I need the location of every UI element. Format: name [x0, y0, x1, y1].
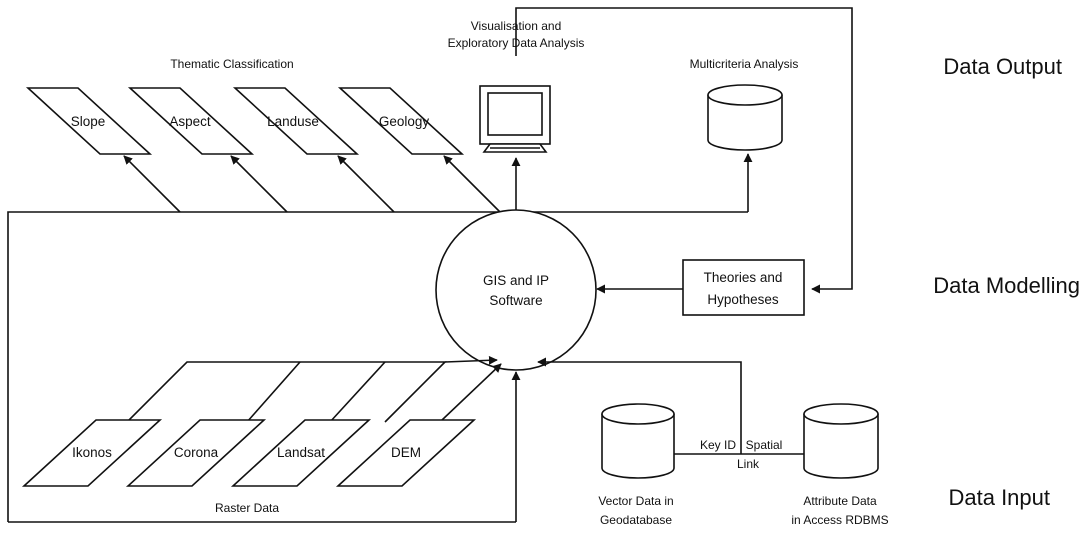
layer-data-modelling: Data Modelling	[933, 273, 1080, 298]
monitor-icon	[479, 85, 551, 153]
attribute-line1: Attribute Data	[803, 494, 877, 508]
gis-line2: Software	[489, 293, 542, 308]
key-id-label: Key ID	[700, 438, 736, 452]
raster-stack-back	[126, 361, 447, 423]
feedback-loop-arrow	[515, 7, 853, 294]
dem-label: DEM	[391, 445, 421, 460]
theories-line1: Theories and	[704, 270, 783, 285]
thematic-classification-group: Thematic Classification Slope Aspect Lan…	[25, 57, 465, 155]
raster-landsat: Landsat	[230, 419, 372, 487]
thematic-landuse: Landuse	[232, 87, 360, 155]
attribute-cylinder-icon	[803, 403, 879, 479]
multicriteria-group: Multicriteria Analysis	[690, 57, 799, 151]
thematic-aspect: Aspect	[127, 87, 255, 155]
corona-label: Corona	[174, 445, 219, 460]
gis-software-node: GIS and IP Software	[435, 209, 597, 371]
arrow-raster-stack-to-gis	[444, 355, 498, 365]
theories-line2: Hypotheses	[707, 292, 779, 307]
arrow-to-aspect	[230, 155, 288, 213]
layer-data-input: Data Input	[948, 485, 1050, 510]
theories-box: Theories and Hypotheses	[682, 259, 805, 316]
gis-line1: GIS and IP	[483, 273, 549, 288]
arrow-link-to-gis	[537, 357, 742, 454]
spatial-label: Spatial	[746, 438, 783, 452]
link-label: Link	[737, 457, 760, 471]
vector-cylinder-icon	[601, 403, 675, 479]
ikonos-label: Ikonos	[72, 445, 112, 460]
geology-label: Geology	[379, 114, 430, 129]
raster-data-group: Ikonos Corona Landsat DEM Raster Data	[21, 361, 477, 515]
multicriteria-label: Multicriteria Analysis	[690, 57, 799, 71]
thematic-slope: Slope	[25, 87, 153, 155]
thematic-geology: Geology	[337, 87, 465, 155]
database-cylinder-icon	[707, 84, 783, 151]
layer-data-output: Data Output	[943, 54, 1062, 79]
thematic-title: Thematic Classification	[170, 57, 293, 71]
raster-title: Raster Data	[215, 501, 279, 515]
vector-line2: Geodatabase	[600, 513, 672, 527]
arrow-dem-to-gis	[441, 363, 502, 421]
attribute-data-group: Attribute Data in Access RDBMS	[791, 403, 889, 527]
raster-ikonos: Ikonos	[21, 419, 163, 487]
raster-corona: Corona	[125, 419, 267, 487]
raster-dem: DEM	[335, 419, 477, 487]
landsat-label: Landsat	[277, 445, 325, 460]
landuse-label: Landuse	[267, 114, 319, 129]
vector-data-group: Vector Data in Geodatabase	[598, 403, 675, 527]
aspect-label: Aspect	[169, 114, 211, 129]
slope-label: Slope	[71, 114, 106, 129]
arrow-to-landuse	[337, 155, 395, 213]
arrow-to-geology	[443, 155, 501, 213]
vector-line1: Vector Data in	[598, 494, 673, 508]
arrow-to-slope	[123, 155, 181, 213]
attribute-line2: in Access RDBMS	[791, 513, 888, 527]
